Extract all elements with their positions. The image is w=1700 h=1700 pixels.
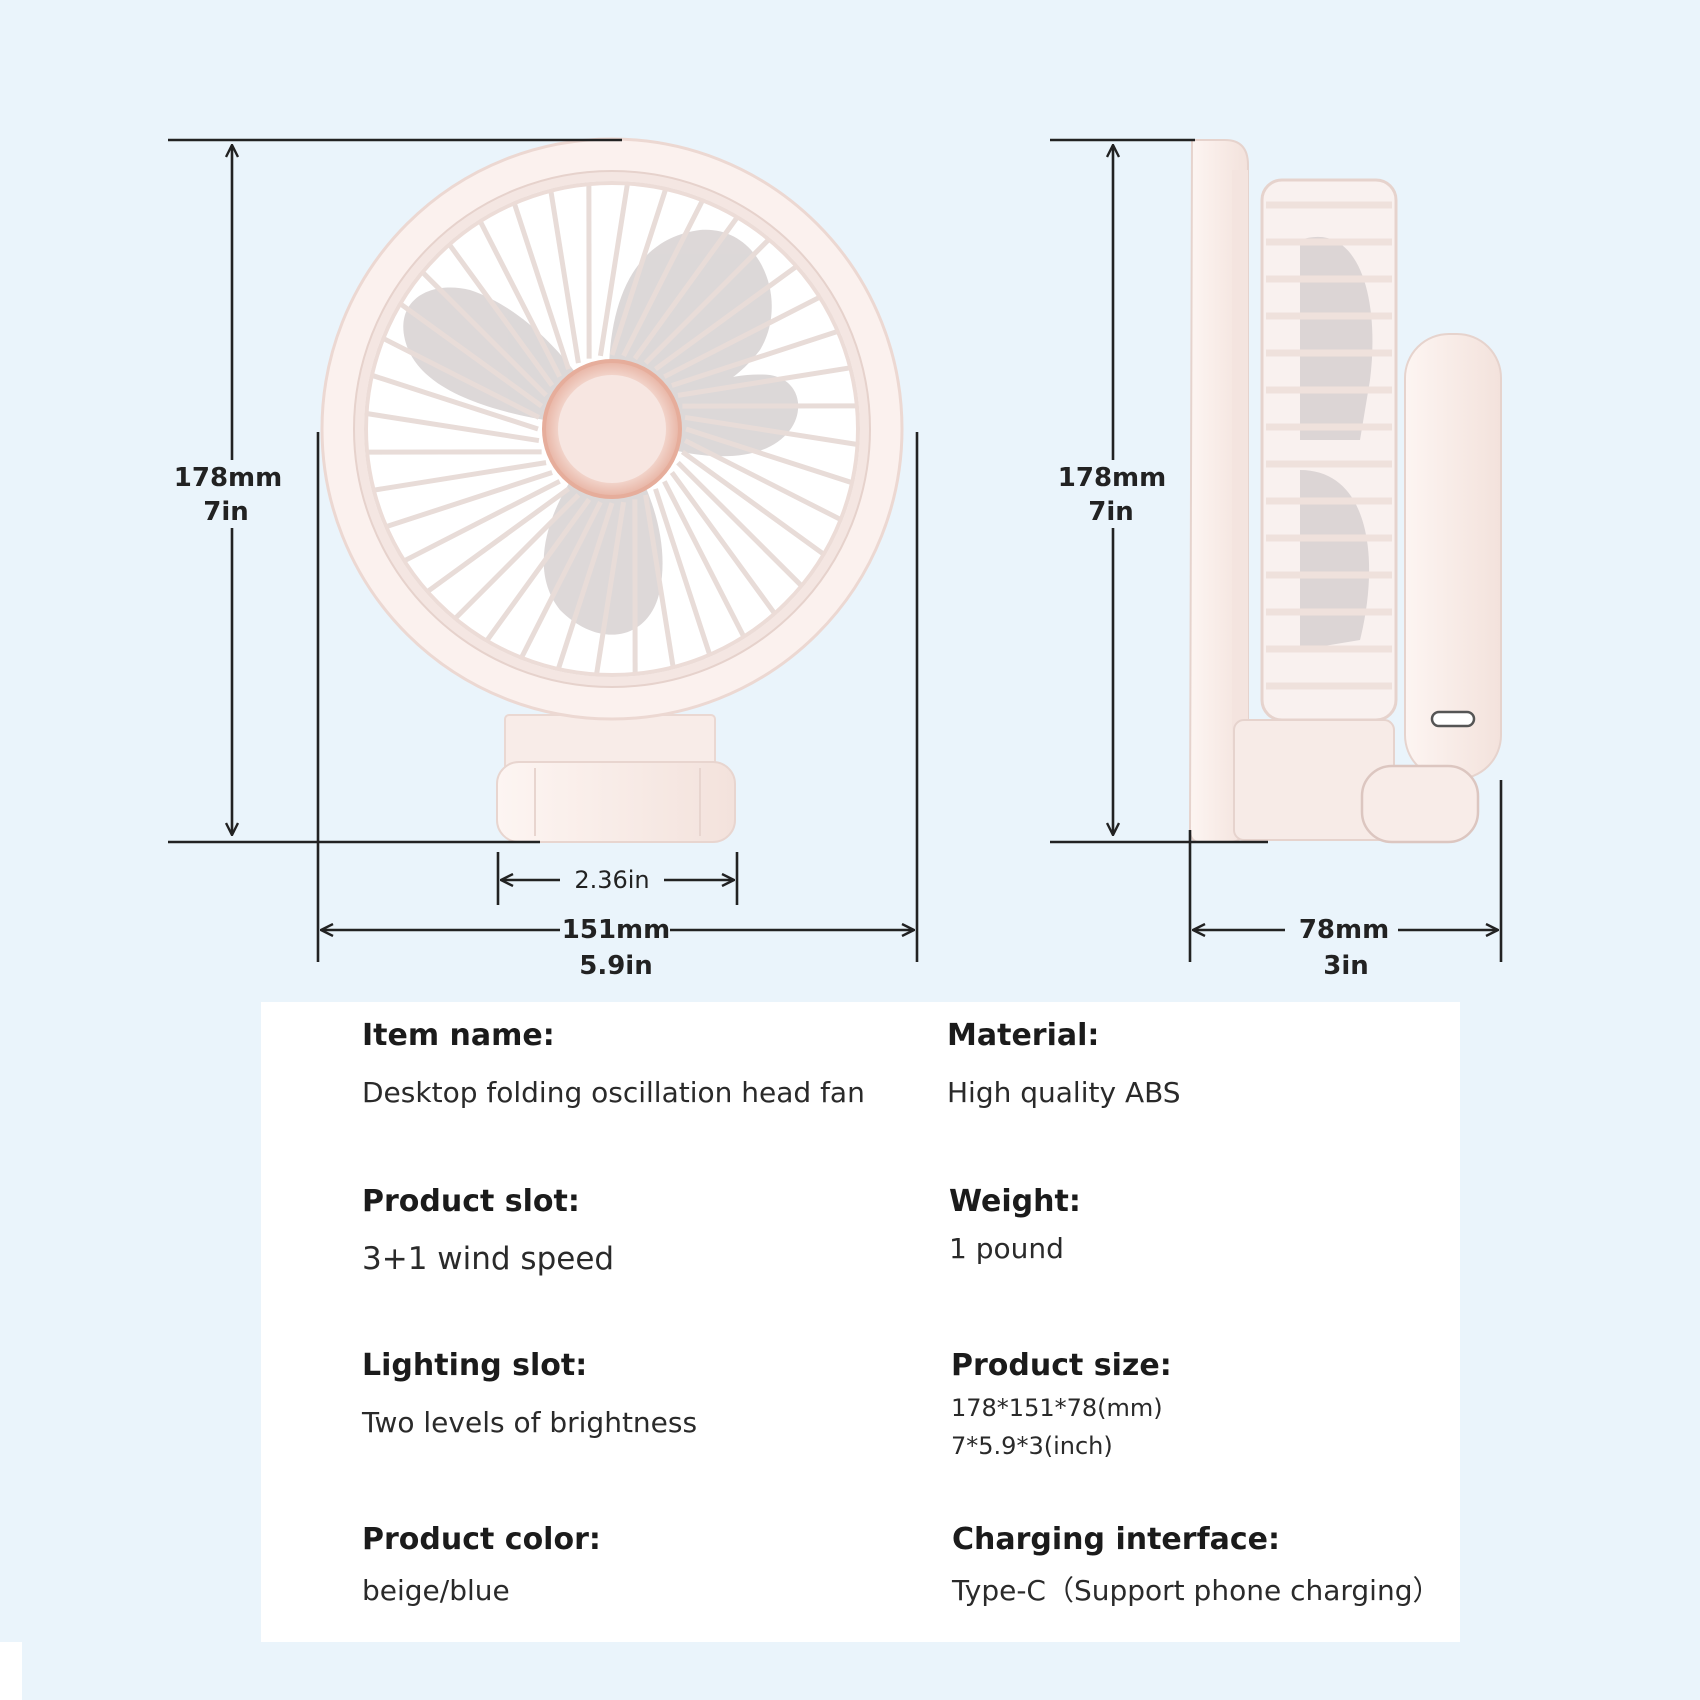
grille-spoke [447, 242, 555, 387]
spec-product-size-label: Product size: [951, 1348, 1172, 1383]
side-height-mm: 178mm [1058, 463, 1166, 493]
spec-product-size-in: 7*5.9*3(inch) [951, 1432, 1113, 1460]
spec-charging-interface: Charging interface: Type-C（Support phone… [952, 1522, 1492, 1609]
fan-grille-spokes [366, 183, 858, 675]
front-height-mm: 178mm [174, 463, 282, 493]
grille-spoke [654, 264, 799, 372]
front-height-in: 7in [203, 497, 249, 527]
grille-spoke [403, 479, 561, 564]
fan-side-view-icon [1188, 139, 1502, 844]
grille-spoke [643, 237, 771, 365]
grille-spoke [677, 365, 851, 398]
grille-spoke [385, 470, 553, 530]
spec-product-color: Product color: beige/blue [362, 1522, 902, 1609]
front-width-in: 5.9in [579, 951, 652, 981]
grille-spoke [425, 486, 570, 594]
fan-front-view-icon [320, 137, 904, 843]
spec-product-color-value: beige/blue [362, 1574, 510, 1607]
grille-spoke [653, 488, 713, 656]
spec-weight: Weight: 1 pound [949, 1184, 1489, 1267]
grille-spoke [662, 480, 747, 638]
grille-spoke [594, 501, 627, 675]
usb-c-port-icon [1430, 710, 1476, 728]
grille-spoke [398, 301, 544, 409]
side-height-in: 7in [1088, 497, 1134, 527]
grille-spoke [371, 372, 539, 432]
front-width-mm: 151mm [562, 915, 670, 945]
grille-spoke [621, 199, 705, 358]
grille-spoke [684, 414, 858, 447]
spec-item-name-label: Item name: [362, 1018, 555, 1053]
spec-lighting-slot-value: Two levels of brightness [362, 1406, 698, 1439]
spec-product-size: Product size: 178*151*78(mm) 7*5.9*3(inc… [951, 1348, 1491, 1465]
fan-side-stand-foot [1360, 764, 1480, 844]
grille-spoke [643, 494, 676, 668]
grille-spoke [511, 202, 571, 370]
grille-spoke [671, 328, 839, 388]
grille-spoke [453, 493, 581, 621]
grille-spoke [685, 426, 853, 486]
spec-charging-interface-label: Charging interface: [952, 1522, 1280, 1557]
spec-lighting-slot-label: Lighting slot: [362, 1348, 588, 1383]
side-depth-in: 3in [1323, 951, 1369, 981]
specs-panel: Item name: Desktop folding oscillation h… [261, 1002, 1460, 1642]
grille-spoke [519, 500, 603, 659]
grille-spoke [366, 411, 540, 444]
spec-weight-value: 1 pound [949, 1232, 1064, 1265]
grille-spoke [373, 460, 547, 493]
grille-spoke [484, 497, 592, 643]
spec-material-label: Material: [947, 1018, 1100, 1053]
spec-item-name: Item name: Desktop folding oscillation h… [362, 1018, 902, 1111]
spec-product-slot: Product slot: 3+1 wind speed [362, 1184, 902, 1277]
spec-weight-label: Weight: [949, 1184, 1081, 1219]
spec-product-slot-label: Product slot: [362, 1184, 580, 1219]
grille-spoke [669, 471, 777, 616]
dimension-diagram: 178mm 7in 2.36in 151mm 5.9in 178mm 7in 7… [168, 137, 1503, 981]
grille-spoke [663, 294, 821, 379]
grille-spoke [683, 438, 842, 522]
side-depth-mm: 78mm [1299, 915, 1389, 945]
spec-product-slot-value: 3+1 wind speed [362, 1241, 615, 1277]
grille-spoke [680, 449, 826, 557]
grille-spoke [382, 336, 541, 420]
grille-spoke [555, 502, 615, 670]
spec-charging-interface-value: Type-C（Support phone charging） [952, 1574, 1441, 1607]
base-width-label: 2.36in [574, 866, 649, 894]
spec-item-name-value: Desktop folding oscillation head fan [362, 1076, 865, 1109]
grille-spoke [609, 188, 669, 356]
grille-spoke [477, 220, 562, 378]
spec-product-size-mm: 178*151*78(mm) [951, 1394, 1163, 1422]
grille-spoke [632, 215, 740, 361]
spec-product-color-label: Product color: [362, 1522, 601, 1557]
spec-material: Material: High quality ABS [947, 1018, 1487, 1111]
grille-spoke [597, 183, 630, 357]
grille-spoke [420, 270, 548, 398]
grille-spoke [548, 190, 581, 364]
corner-block [0, 1642, 22, 1700]
spec-lighting-slot: Lighting slot: Two levels of brightness [362, 1348, 902, 1441]
fan-stand-base [496, 761, 736, 843]
spec-material-value: High quality ABS [947, 1076, 1181, 1109]
fan-side-cage-bars [1266, 201, 1392, 690]
grille-spoke [676, 460, 804, 588]
